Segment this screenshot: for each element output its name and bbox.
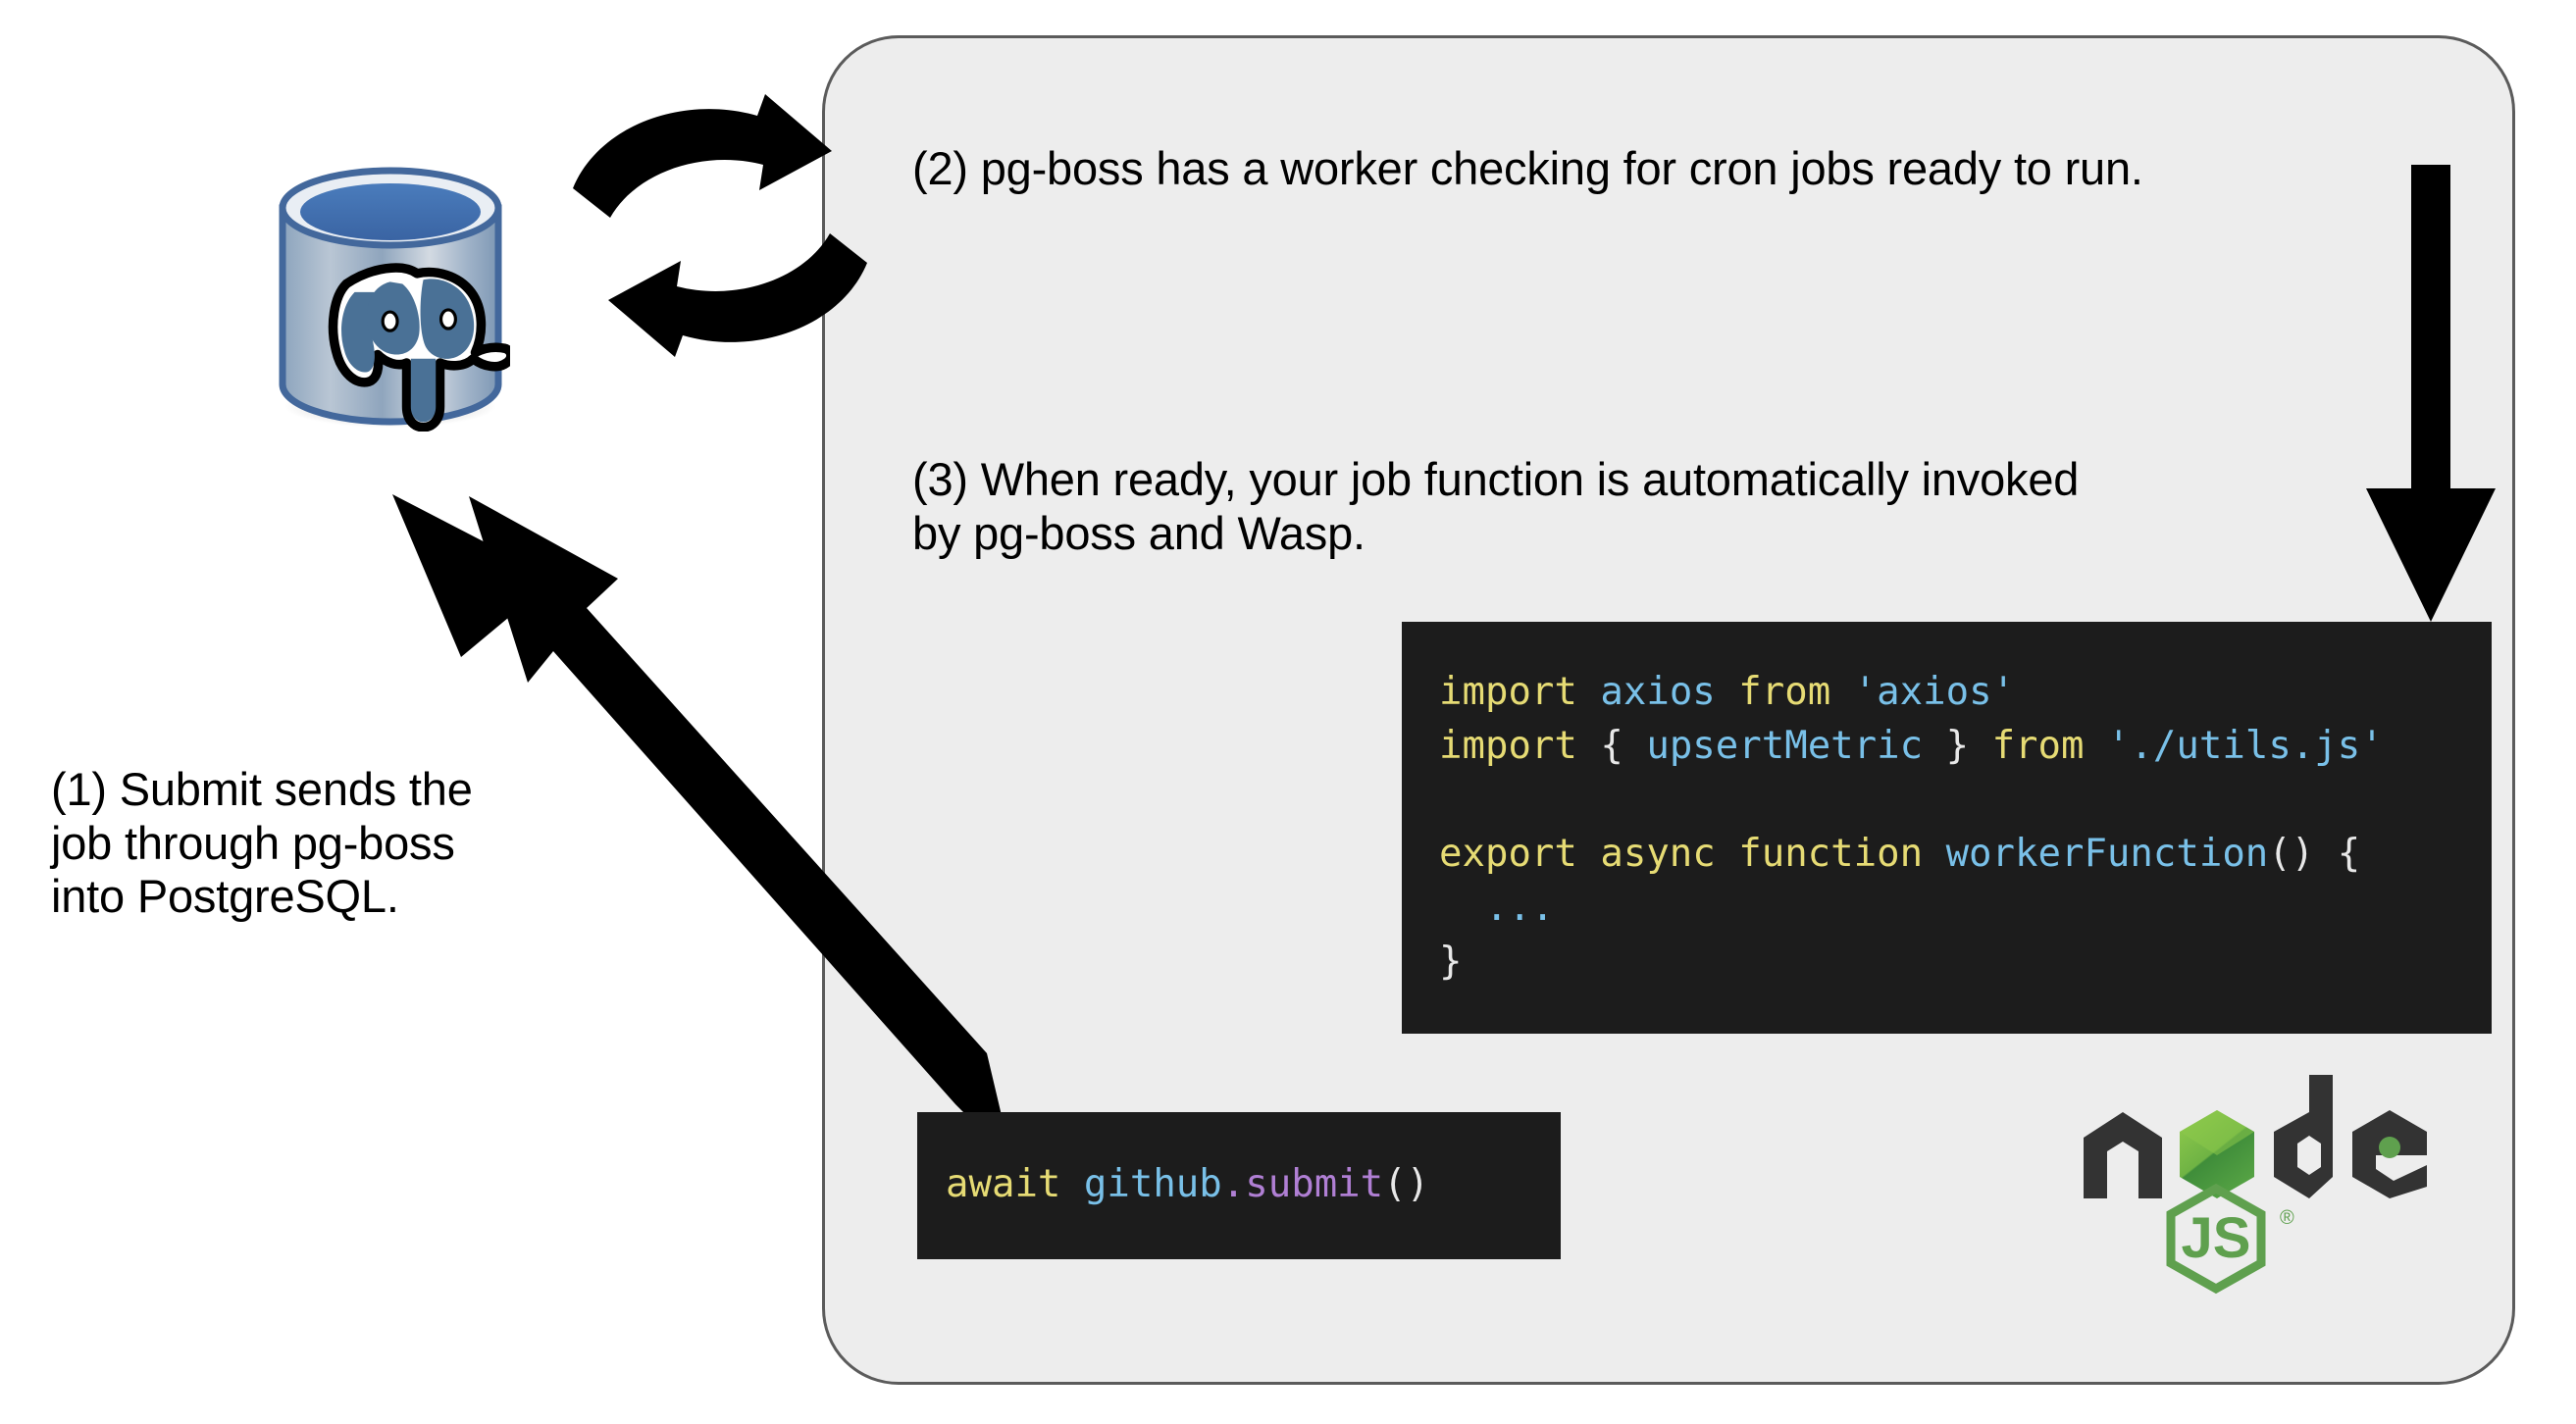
code-token: } — [1439, 940, 1463, 984]
code-line: import { upsertMetric } from './utils.js… — [1439, 719, 2492, 773]
code-token: upsertMetric — [1646, 724, 1946, 768]
caption-step-2: (2) pg-boss has a worker checking for cr… — [912, 142, 2143, 194]
code-token: export async function — [1439, 832, 1946, 876]
caption-step-3: (3) When ready, your job function is aut… — [912, 453, 2080, 559]
caption-step-1: (1) Submit sends the job through pg-boss… — [51, 763, 473, 923]
code-token: axios — [1600, 670, 1739, 714]
code-token: './utils.js' — [2106, 724, 2384, 768]
postgresql-database-icon — [267, 165, 510, 432]
code-token: from — [1991, 724, 2107, 768]
code-token: 'axios' — [1853, 670, 2016, 714]
code-line — [1439, 773, 2492, 827]
code-token: github — [1083, 1162, 1222, 1206]
code-line: ... — [1439, 881, 2492, 935]
code-token: () { — [2268, 832, 2361, 876]
code-token: import — [1439, 724, 1601, 768]
code-token: workerFunction — [1945, 832, 2269, 876]
submit-code-block: await github.submit() — [917, 1112, 1561, 1259]
code-token: ... — [1439, 886, 1555, 930]
code-token: import — [1439, 670, 1601, 714]
code-token: { — [1600, 724, 1647, 768]
code-line: import axios from 'axios' — [1439, 665, 2492, 719]
code-token: .submit — [1221, 1162, 1384, 1206]
code-token: from — [1738, 670, 1854, 714]
svg-text:®: ® — [2280, 1207, 2294, 1229]
code-token: () — [1383, 1162, 1430, 1206]
code-line: await github.submit() — [946, 1160, 1561, 1209]
nodejs-logo: JS ® — [2082, 1075, 2468, 1300]
down-arrow-icon — [2366, 165, 2496, 622]
svg-text:JS: JS — [2182, 1206, 2251, 1270]
sync-arrows-icon — [573, 94, 867, 357]
code-line: export async function workerFunction() { — [1439, 827, 2492, 881]
worker-code-block: import axios from 'axios'import { upsert… — [1402, 622, 2492, 1034]
code-token: await — [946, 1162, 1084, 1206]
code-token: } — [1945, 724, 1992, 768]
code-line: } — [1439, 935, 2492, 989]
diagonal-up-left-arrow-icon — [392, 494, 1012, 1161]
